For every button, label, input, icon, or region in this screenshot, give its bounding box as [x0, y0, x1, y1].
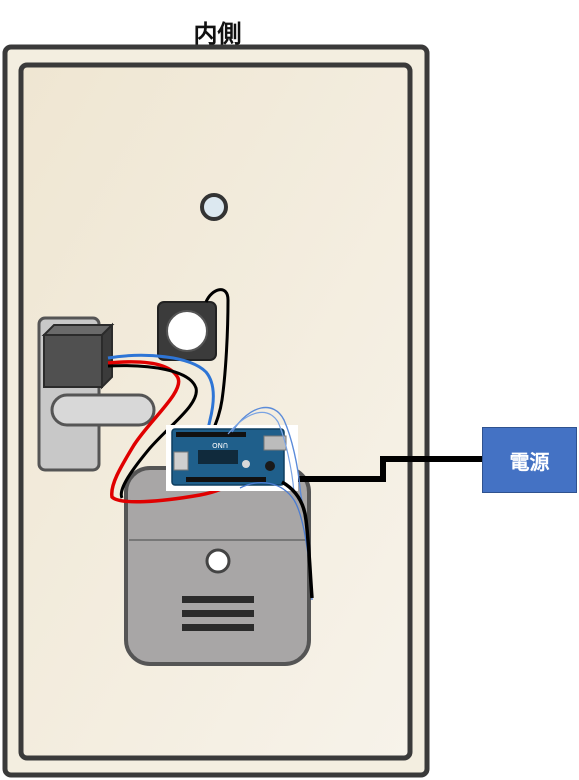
power-box: 電源	[482, 427, 577, 493]
wire-black-lockbox	[281, 480, 314, 599]
inside-label: 内側	[193, 20, 242, 48]
servo-cube	[41, 322, 115, 390]
power-cable	[282, 456, 482, 482]
lock-box-vent-1	[182, 596, 254, 603]
lock-box-vent-2	[182, 610, 254, 617]
peephole	[200, 193, 228, 221]
door-handle-lever	[50, 393, 156, 427]
wire-blue-signal-2	[227, 411, 295, 493]
power-label: 電源	[509, 449, 550, 474]
sensor-module	[157, 301, 217, 361]
arduino-label: UNO	[212, 441, 228, 449]
wire-black-sensor	[204, 288, 230, 441]
arduino-board: UNO	[166, 425, 298, 491]
wire-red	[107, 360, 234, 504]
lock-box-knob	[205, 548, 231, 574]
wire-black-servo	[107, 364, 198, 499]
lock-box-vent-3	[182, 624, 254, 631]
